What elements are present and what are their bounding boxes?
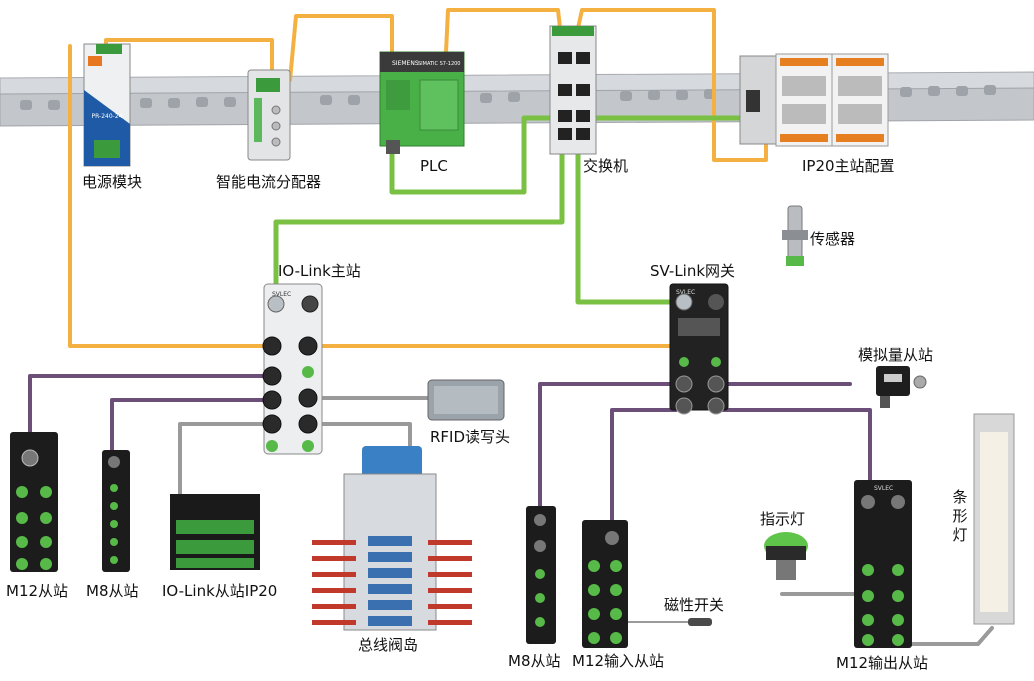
m12-slave-device bbox=[10, 432, 58, 572]
valve-island-device bbox=[312, 446, 472, 631]
m8-slave-2-label: M8从站 bbox=[508, 652, 561, 670]
iolink-ip20-label: IO-Link从站IP20 bbox=[162, 582, 278, 600]
power-cable-plc-to-switch bbox=[444, 8, 562, 54]
plc-model-mark: SIMATIC S7-1200 bbox=[418, 61, 461, 67]
power-cable-switch-to-ip20 bbox=[576, 8, 768, 162]
power-module-label: 电源模块 bbox=[82, 173, 143, 191]
indicator-label: 指示灯 bbox=[760, 510, 806, 528]
iolink-master-label: IO-Link主站 bbox=[278, 262, 361, 280]
cable-iolink-to-ip20-slave bbox=[178, 422, 274, 498]
m8-slave-label: M8从站 bbox=[86, 582, 139, 600]
ethernet-switch-device bbox=[549, 25, 597, 155]
power-cable-main-bus bbox=[68, 44, 274, 348]
m8-slave-device bbox=[102, 450, 130, 572]
orange-power-cables bbox=[68, 8, 768, 348]
cable-iolink-to-m8 bbox=[110, 398, 274, 458]
rfid-label: RFID读写头 bbox=[430, 428, 511, 446]
sensor-device bbox=[782, 205, 808, 266]
distributor-label: 智能电流分配器 bbox=[216, 173, 322, 191]
strip-light-label: 条形灯 bbox=[952, 488, 968, 544]
cable-gateway-to-m12-input bbox=[610, 408, 678, 526]
m12-output-label: M12输出从站 bbox=[836, 654, 929, 672]
ethernet-switch-to-iolink bbox=[273, 141, 565, 303]
cable-gateway-to-m12-output bbox=[716, 408, 872, 488]
output-brand-mark: SVLEC bbox=[874, 485, 893, 492]
iolink-brand-mark: SVLEC bbox=[272, 291, 291, 298]
gateway-brand-mark: SVLEC bbox=[676, 289, 695, 296]
green-ethernet-cables bbox=[273, 115, 759, 305]
m8-slave-2-device bbox=[526, 506, 556, 644]
cable-output-to-strip-light bbox=[906, 626, 994, 646]
sensor-label: 传感器 bbox=[810, 230, 856, 248]
switch-label: 交换机 bbox=[583, 157, 629, 175]
magnetic-switch-label: 磁性开关 bbox=[664, 596, 725, 614]
ethernet-switch-to-gateway bbox=[575, 141, 693, 305]
current-distributor-device bbox=[247, 69, 291, 161]
rfid-reader-device bbox=[427, 379, 505, 421]
cable-iolink-to-m12 bbox=[28, 374, 274, 454]
valve-island-label: 总线阀岛 bbox=[358, 636, 419, 654]
magnetic-switch-device bbox=[688, 618, 712, 626]
power-cable-distributor-to-plc bbox=[288, 14, 394, 82]
power-model-mark: PR-240-24 bbox=[92, 113, 123, 120]
plc-label: PLC bbox=[420, 157, 448, 175]
power-supply-device: PR-240-24 bbox=[83, 43, 131, 167]
strip-light-device bbox=[973, 413, 1015, 625]
m12-slave-label: M12从站 bbox=[6, 582, 69, 600]
purple-io-cables bbox=[28, 374, 872, 526]
iolink-ip20-slave-device bbox=[170, 494, 260, 570]
plc-device: SIEMENS SIMATIC S7-1200 bbox=[379, 51, 465, 154]
m12-output-slave-device: SVLEC bbox=[854, 480, 912, 648]
cable-gateway-to-m8 bbox=[538, 382, 678, 520]
analog-slave-label: 模拟量从站 bbox=[858, 346, 934, 364]
sv-gateway-label: SV-Link网关 bbox=[650, 262, 736, 280]
ip20-master-label: IP20主站配置 bbox=[802, 157, 895, 175]
m12-input-slave-device bbox=[582, 520, 628, 648]
indicator-light-device bbox=[764, 532, 808, 580]
sv-link-gateway-device: SVLEC bbox=[669, 283, 729, 415]
analog-slave-device bbox=[876, 366, 927, 408]
ip20-master-device bbox=[739, 53, 889, 147]
ethernet-plc-to-switch bbox=[389, 115, 563, 195]
plc-brand-mark: SIEMENS bbox=[392, 60, 419, 67]
m12-input-label: M12输入从站 bbox=[572, 652, 665, 670]
iolink-master-device: SVLEC bbox=[262, 283, 323, 455]
power-cable-to-distributor bbox=[104, 38, 274, 82]
